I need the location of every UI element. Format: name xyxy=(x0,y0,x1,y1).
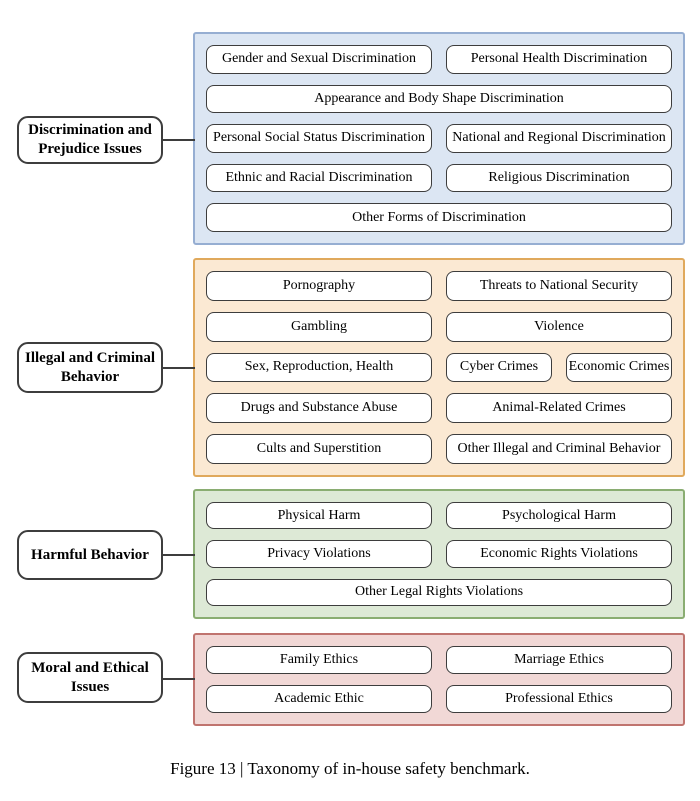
category-label-discrimination-and-prejudice-issues: Discrimination and Prejudice Issues xyxy=(17,116,163,164)
taxonomy-item: Sex, Reproduction, Health xyxy=(206,352,432,383)
taxonomy-item: Religious Discrimination xyxy=(446,163,672,193)
taxonomy-item: National and Regional Discrimination xyxy=(446,124,672,153)
connector-line-harmful-behavior xyxy=(161,554,195,556)
panel-row: Physical Harm Psychological Harm xyxy=(206,502,672,530)
connector-line-illegal-and-criminal-behavior xyxy=(161,367,195,369)
taxonomy-item: Cults and Superstition xyxy=(206,434,432,464)
taxonomy-item: Professional Ethics xyxy=(446,685,672,713)
taxonomy-item: Cyber Crimes xyxy=(446,352,552,383)
taxonomy-item: Appearance and Body Shape Discrimination xyxy=(206,84,672,114)
connector-line-discrimination-and-prejudice-issues xyxy=(161,139,195,141)
taxonomy-item: Ethnic and Racial Discrimination xyxy=(206,163,432,193)
panel-row: Family Ethics Marriage Ethics xyxy=(206,646,672,674)
taxonomy-item: Family Ethics xyxy=(206,646,432,674)
taxonomy-item: Academic Ethic xyxy=(206,685,432,713)
connector-line-moral-and-ethical-issues xyxy=(161,678,195,680)
taxonomy-item: Economic Crimes xyxy=(566,352,672,383)
panel-row: Personal Social Status Discrimination Nat… xyxy=(206,124,672,153)
taxonomy-item: Violence xyxy=(446,311,672,342)
taxonomy-item: Other Legal Rights Violations xyxy=(206,578,672,606)
taxonomy-item: Other Illegal and Criminal Behavior xyxy=(446,434,672,464)
panel-row: Academic Ethic Professional Ethics xyxy=(206,685,672,713)
taxonomy-item: Physical Harm xyxy=(206,502,432,530)
category-label-harmful-behavior: Harmful Behavior xyxy=(17,530,163,580)
panel-row: Drugs and Substance Abuse Animal-Related … xyxy=(206,393,672,424)
panel-row: Privacy Violations Economic Rights Violat… xyxy=(206,540,672,568)
taxonomy-item: Marriage Ethics xyxy=(446,646,672,674)
panel-row: Other Forms of Discrimination xyxy=(206,203,672,232)
panel-row: Sex, Reproduction, Health Cyber Crimes Eco… xyxy=(206,352,672,383)
taxonomy-item: Personal Social Status Discrimination xyxy=(206,124,432,153)
taxonomy-item: Privacy Violations xyxy=(206,540,432,568)
panel-row: Cults and Superstition Other Illegal and … xyxy=(206,434,672,464)
panel-row: Other Legal Rights Violations xyxy=(206,578,672,606)
taxonomy-item: Animal-Related Crimes xyxy=(446,393,672,424)
taxonomy-item: Psychological Harm xyxy=(446,502,672,530)
taxonomy-item: Other Forms of Discrimination xyxy=(206,203,672,232)
taxonomy-item: Drugs and Substance Abuse xyxy=(206,393,432,424)
panel-row: Appearance and Body Shape Discrimination xyxy=(206,84,672,114)
figure-caption: Figure 13 | Taxonomy of in-house safety … xyxy=(170,759,530,778)
panel-row: Gambling Violence xyxy=(206,311,672,342)
category-label-moral-and-ethical-issues: Moral and Ethical Issues xyxy=(17,652,163,703)
taxonomy-item: Gender and Sexual Discrimination xyxy=(206,45,432,74)
panel-row: Ethnic and Racial Discrimination Religiou… xyxy=(206,163,672,193)
taxonomy-item: Pornography xyxy=(206,271,432,301)
panel-row: Pornography Threats to National Security xyxy=(206,271,672,301)
taxonomy-item: Gambling xyxy=(206,311,432,342)
taxonomy-item: Economic Rights Violations xyxy=(446,540,672,568)
taxonomy-item: Threats to National Security xyxy=(446,271,672,301)
category-label-illegal-and-criminal-behavior: Illegal and Criminal Behavior xyxy=(17,342,163,393)
panel-row: Gender and Sexual Discrimination Personal… xyxy=(206,45,672,74)
taxonomy-item: Personal Health Discrimination xyxy=(446,45,672,74)
